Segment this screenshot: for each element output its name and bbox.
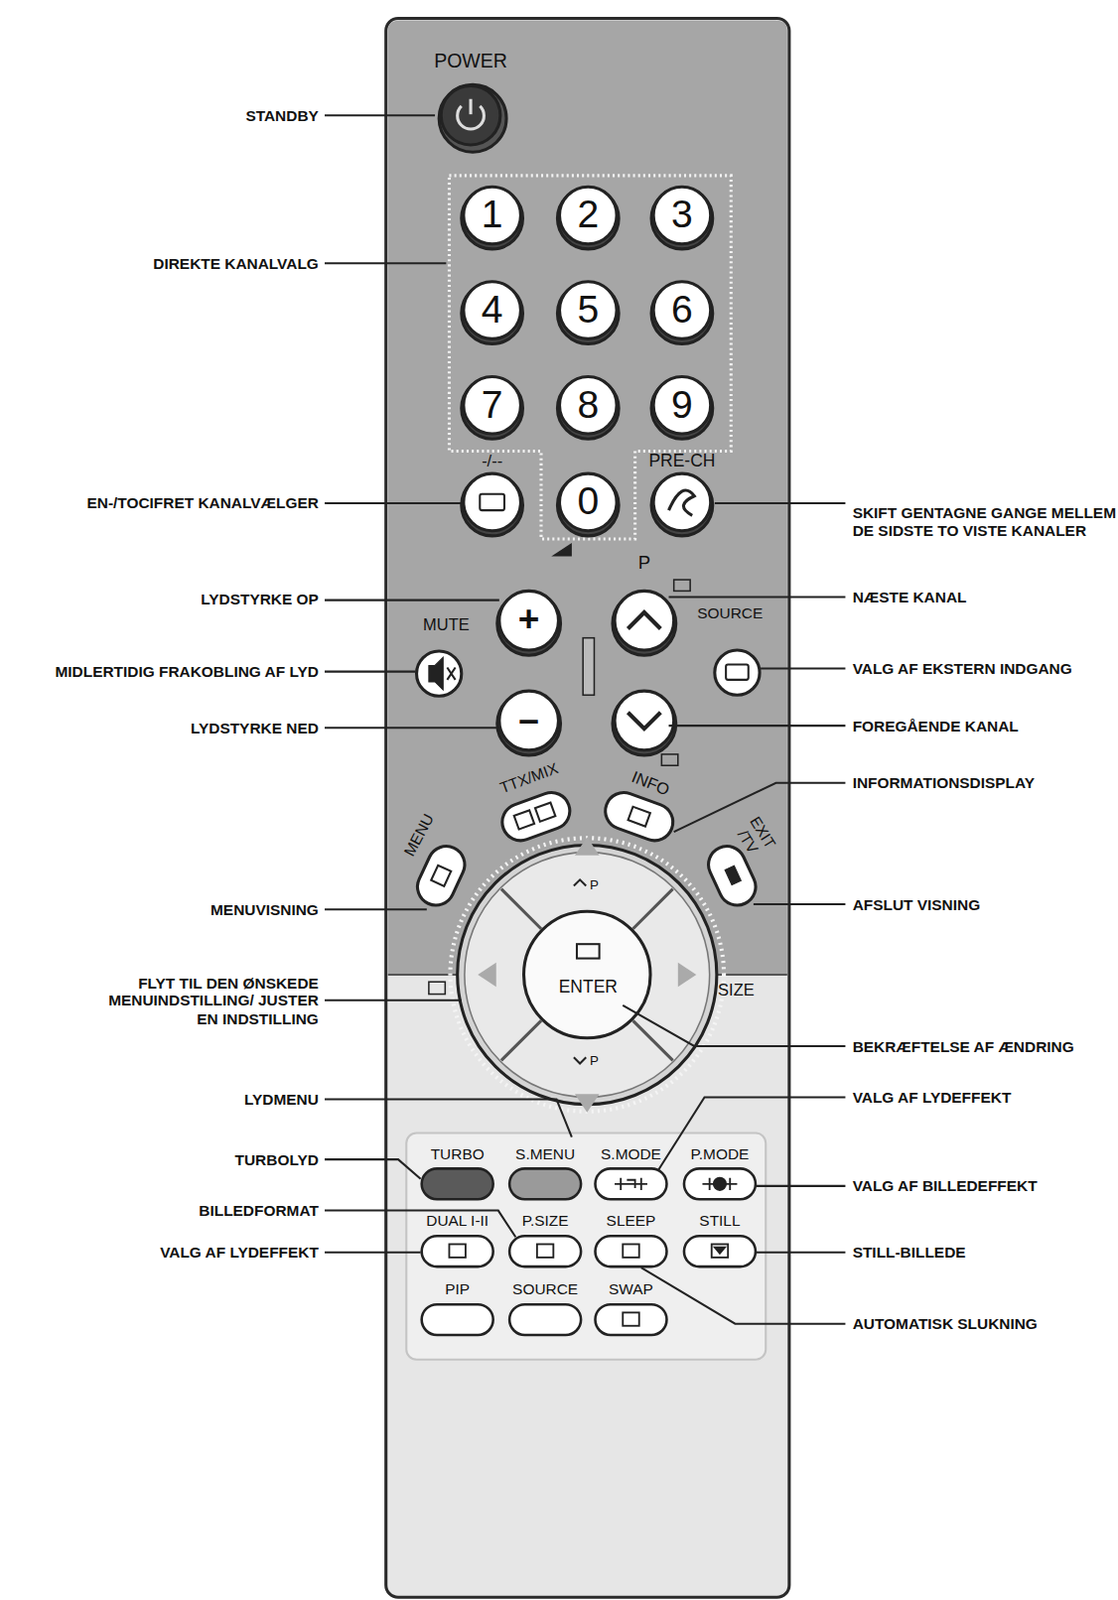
button-label: ENTER bbox=[559, 977, 618, 997]
callout-label: MENUVISNING bbox=[210, 900, 319, 919]
callout-label: LYDSTYRKE NED bbox=[190, 718, 319, 737]
button-label: P.MODE bbox=[691, 1144, 750, 1163]
digit-label: 5 bbox=[576, 287, 599, 333]
callout-label: VALG AF BILLEDEFFEKT bbox=[852, 1177, 1038, 1196]
button-label: DUAL I-II bbox=[425, 1212, 489, 1231]
callout-label: EN-/TOCIFRET KANALVÆLGER bbox=[86, 494, 318, 513]
digit-label: 6 bbox=[671, 287, 694, 333]
callout-label: VALG AF LYDEFFEKT bbox=[159, 1244, 319, 1262]
button-label: S.MENU bbox=[515, 1144, 575, 1163]
callout-label: TURBOLYD bbox=[235, 1150, 319, 1169]
digit-label: 0 bbox=[576, 479, 599, 525]
button-label: PRE-CH bbox=[648, 451, 715, 472]
leader-lines bbox=[324, 115, 845, 1325]
button-label: SIZE bbox=[717, 981, 755, 1001]
digit-label: 7 bbox=[481, 383, 504, 428]
callout-label: FOREGÅENDE KANAL bbox=[852, 716, 1019, 735]
button-label: SWAP bbox=[608, 1280, 654, 1299]
callout-label: DIREKTE KANALVALG bbox=[152, 254, 319, 273]
callout-label: STANDBY bbox=[245, 106, 318, 125]
button-label: SOURCE bbox=[512, 1280, 578, 1299]
callout-label: SKIFT GENTAGNE GANGE MELLEM DE SIDSTE TO… bbox=[852, 504, 1118, 540]
button-symbol: – bbox=[518, 698, 540, 741]
digit-label: 2 bbox=[576, 193, 599, 239]
digit-label: 1 bbox=[481, 193, 504, 239]
button-label: -/-- bbox=[481, 451, 503, 471]
digit-label: 9 bbox=[671, 383, 694, 428]
button-label: P bbox=[589, 1054, 599, 1070]
digit-label: 4 bbox=[481, 287, 504, 333]
button-symbol: + bbox=[518, 597, 541, 641]
button-label: S.MODE bbox=[600, 1144, 662, 1163]
callout-label: MIDLERTIDIG FRAKOBLING AF LYD bbox=[54, 663, 318, 682]
digit-label: 8 bbox=[576, 383, 599, 428]
remote-body bbox=[386, 18, 790, 1599]
callout-label: BEKRÆFTELSE AF ÆNDRING bbox=[852, 1037, 1075, 1056]
button-label: PIP bbox=[444, 1280, 470, 1299]
callout-label: INFORMATIONSDISPLAY bbox=[852, 774, 1035, 793]
button-label: SLEEP bbox=[606, 1212, 657, 1231]
callout-label: NÆSTE KANAL bbox=[852, 588, 968, 607]
buttons bbox=[411, 84, 762, 912]
button-label: STILL bbox=[698, 1212, 740, 1231]
button-label: SOURCE bbox=[697, 603, 763, 622]
callout-label: VALG AF EKSTERN INDGANG bbox=[852, 660, 1073, 679]
callout-label: BILLEDFORMAT bbox=[198, 1202, 319, 1221]
button-label: P bbox=[589, 878, 599, 894]
navigation-ring bbox=[428, 837, 724, 1114]
callout-label: LYDMENU bbox=[244, 1091, 319, 1110]
callout-label: LYDSTYRKE OP bbox=[200, 590, 319, 609]
callout-label: AUTOMATISK SLUKNING bbox=[852, 1315, 1038, 1334]
callout-label: VALG AF LYDEFFEKT bbox=[852, 1089, 1012, 1108]
button-label: TURBO bbox=[430, 1144, 485, 1163]
callout-label: STILL-BILLEDE bbox=[852, 1244, 967, 1262]
button-label: POWER bbox=[433, 49, 508, 72]
lower-buttons bbox=[406, 1132, 766, 1360]
callout-label: FLYT TIL DEN ØNSKEDE MENUINDSTILLING/ JU… bbox=[99, 974, 319, 1027]
button-label: P bbox=[638, 553, 651, 574]
digit-label: 3 bbox=[671, 193, 694, 239]
button-label: P.SIZE bbox=[522, 1212, 569, 1231]
callout-label: AFSLUT VISNING bbox=[852, 895, 981, 914]
button-label: MUTE bbox=[422, 616, 470, 636]
